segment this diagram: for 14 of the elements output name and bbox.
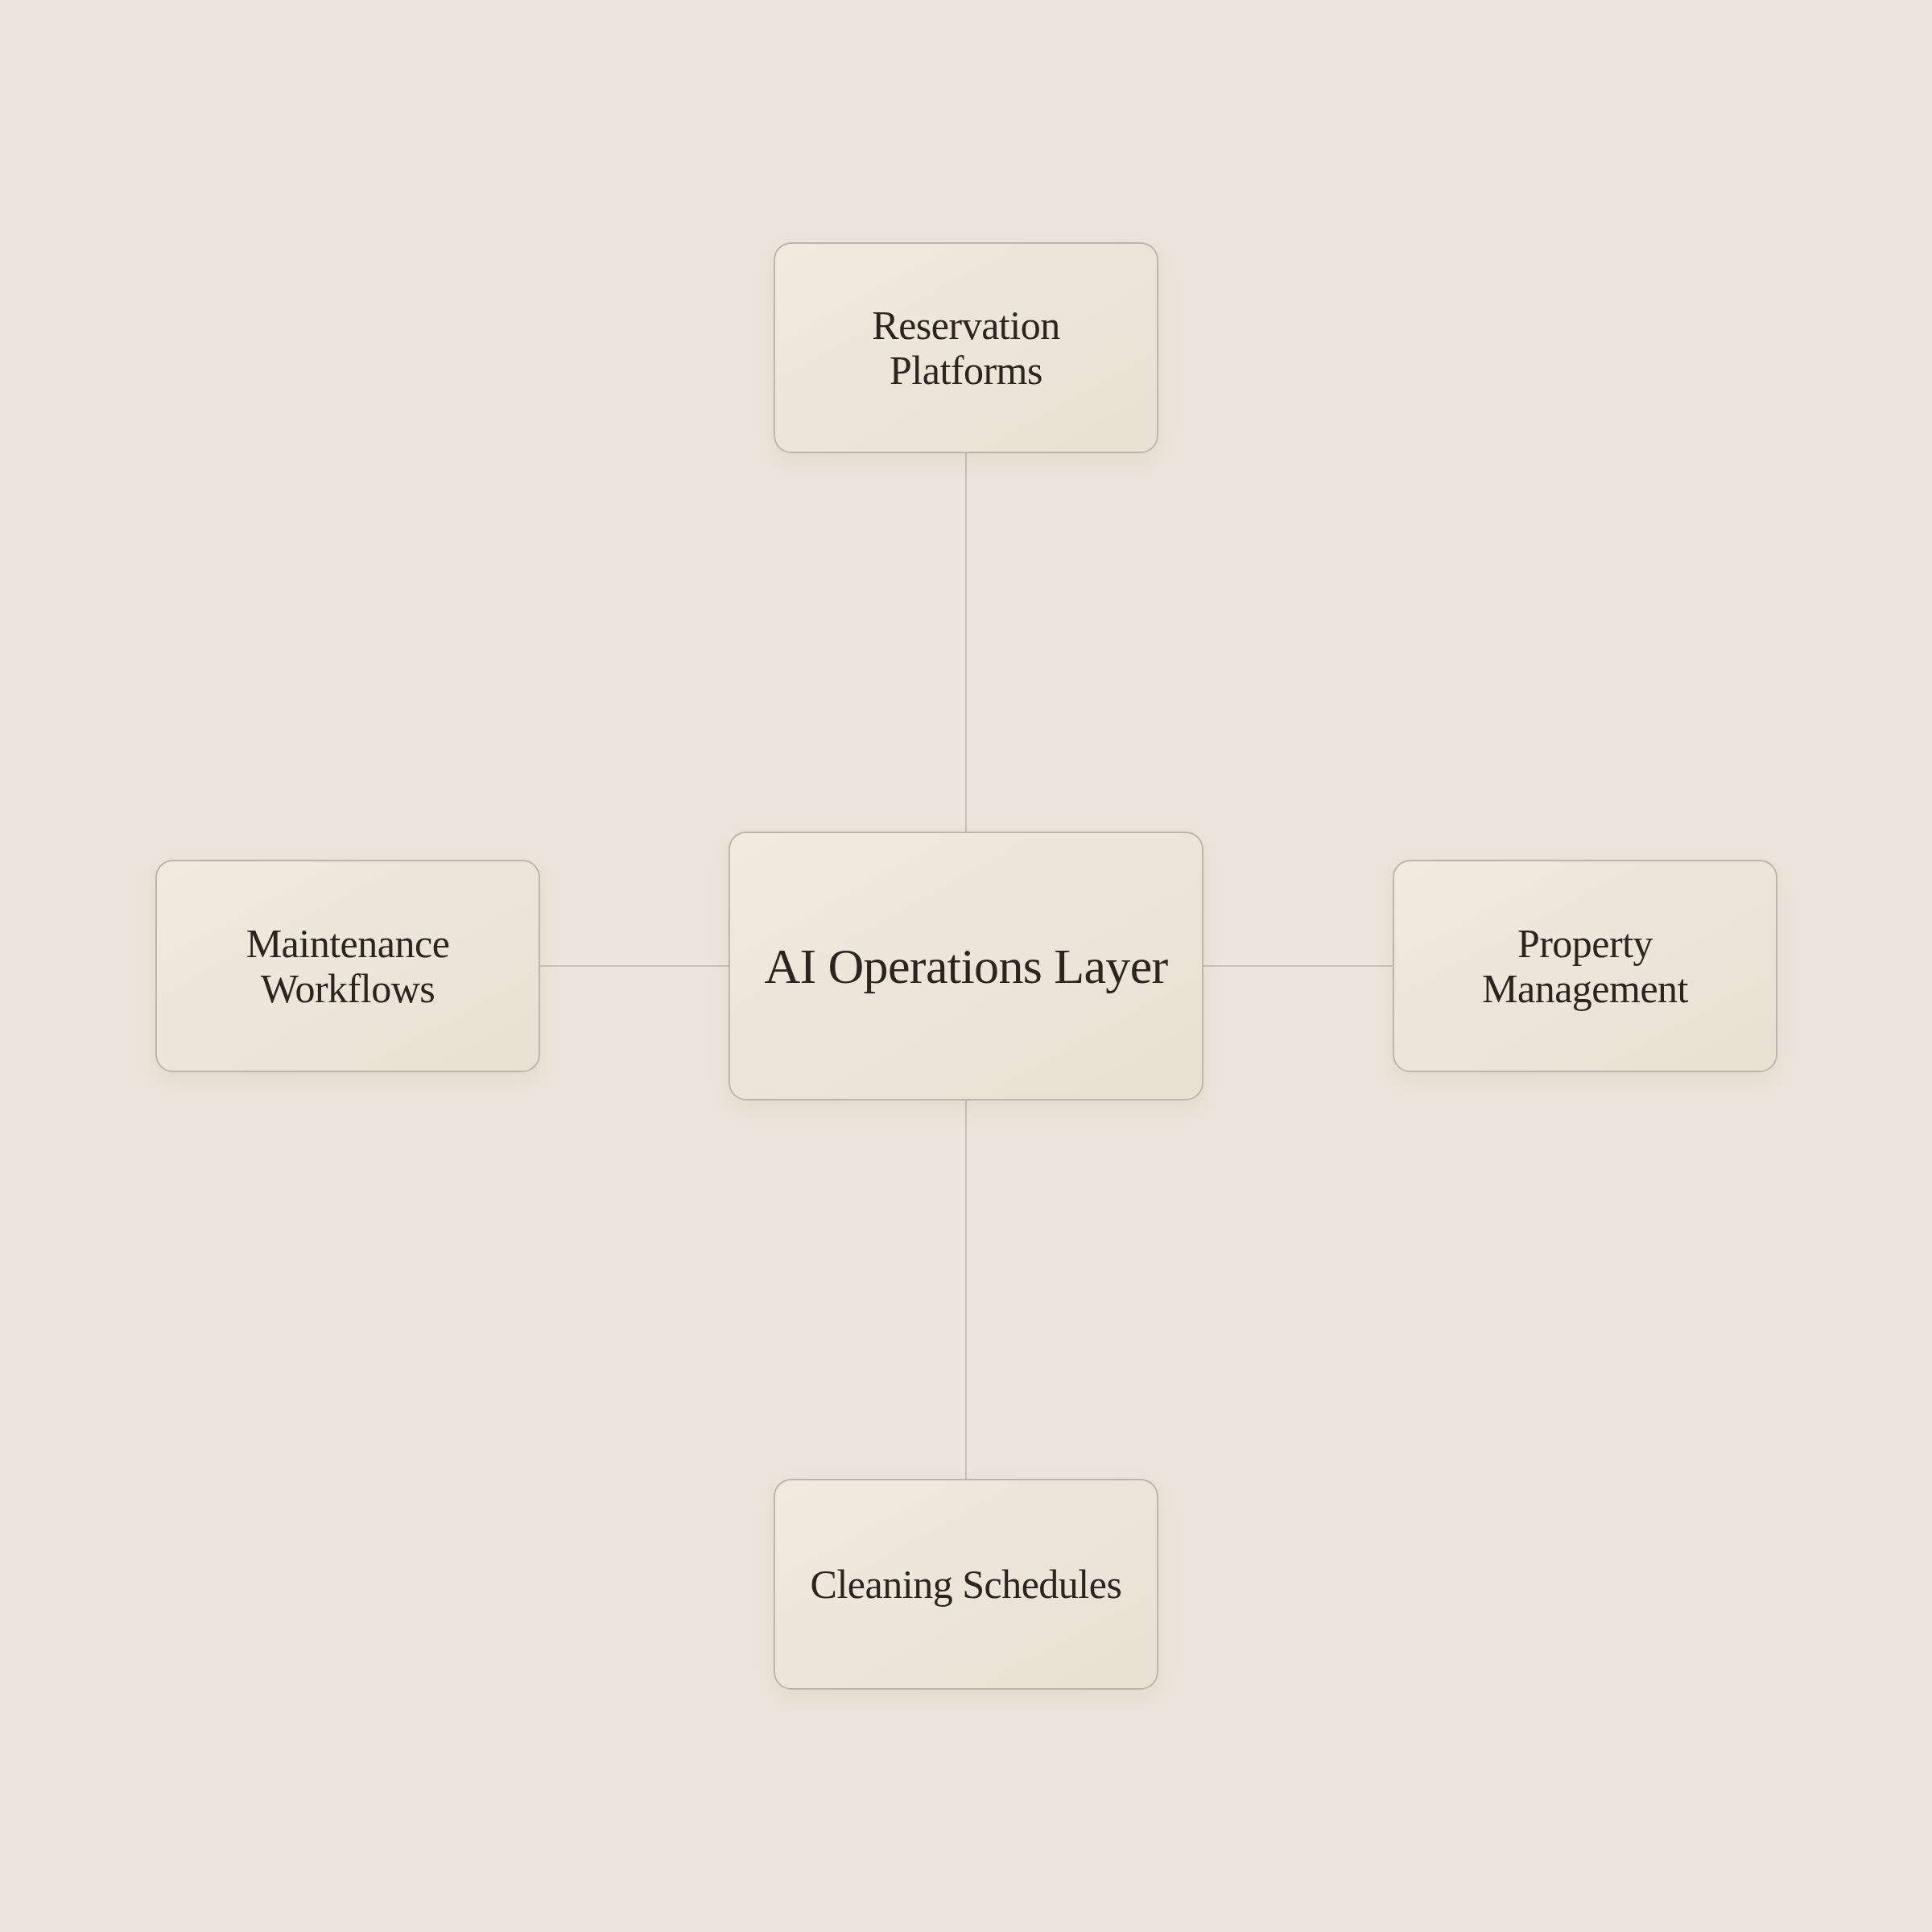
connector-line xyxy=(965,452,967,832)
process-box xyxy=(774,242,1158,453)
process-box xyxy=(729,832,1203,1100)
connector-line xyxy=(1203,965,1393,967)
process-box xyxy=(155,860,540,1072)
node-label: Maintenance Workflows xyxy=(245,921,451,1011)
node-label: Property Management xyxy=(1481,921,1689,1011)
connector-line xyxy=(539,965,729,967)
node-label: AI Operations Layer xyxy=(764,938,1168,994)
node-label: Cleaning Schedules xyxy=(810,1562,1122,1607)
process-box xyxy=(774,1479,1158,1690)
process-box xyxy=(1393,860,1777,1072)
connector-line xyxy=(965,1100,967,1480)
node-label: Reservation Platforms xyxy=(871,303,1061,393)
